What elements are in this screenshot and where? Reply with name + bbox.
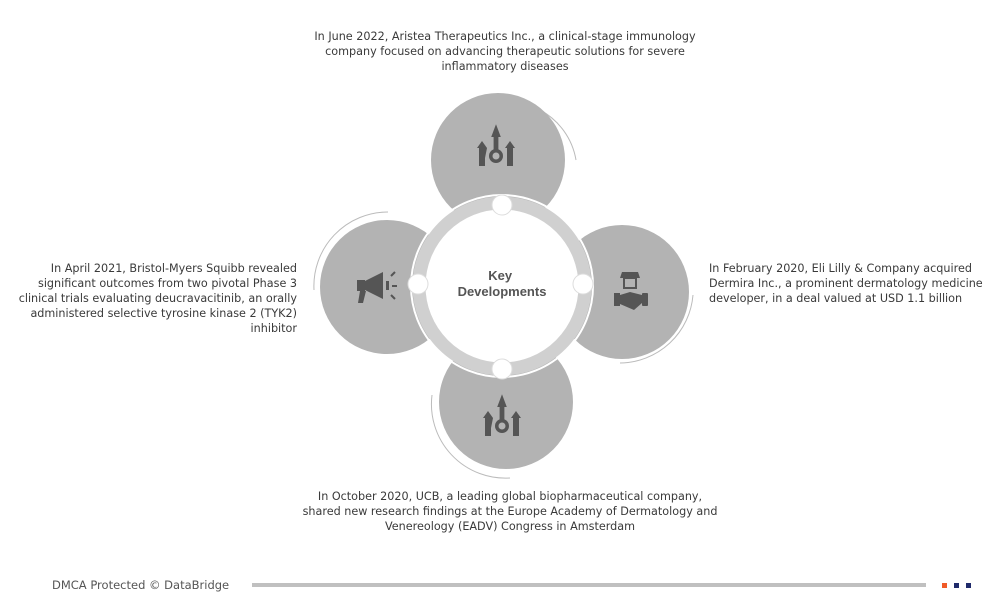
brand-square-navy <box>954 583 959 588</box>
growth-gear-icon <box>477 124 515 166</box>
development-left-text: In April 2021, Bristol-Myers Squibb reve… <box>18 262 297 335</box>
development-bottom-text: In October 2020, UCB, a leading global b… <box>302 490 718 533</box>
ring-dot <box>491 194 513 216</box>
ring-dot <box>491 358 513 380</box>
center-label: Key Developments <box>458 268 547 299</box>
brand-square-navy <box>966 583 971 588</box>
ring-dot <box>572 273 594 295</box>
center-fill <box>420 204 584 368</box>
growth-gear-icon <box>483 394 521 436</box>
development-right-text: In February 2020, Eli Lilly & Company ac… <box>709 262 983 305</box>
footer-divider <box>252 583 926 587</box>
brand-square-orange <box>942 583 947 588</box>
development-top-text: In June 2022, Aristea Therapeutics Inc.,… <box>314 30 696 73</box>
decor-arc <box>619 294 694 364</box>
decor-arc <box>313 211 389 291</box>
megaphone-icon <box>357 271 397 303</box>
decor-arc <box>430 394 511 479</box>
footer-copyright: DMCA Protected © DataBridge <box>52 578 230 592</box>
ring-dot <box>407 273 429 295</box>
handshake-store-icon <box>614 272 648 310</box>
